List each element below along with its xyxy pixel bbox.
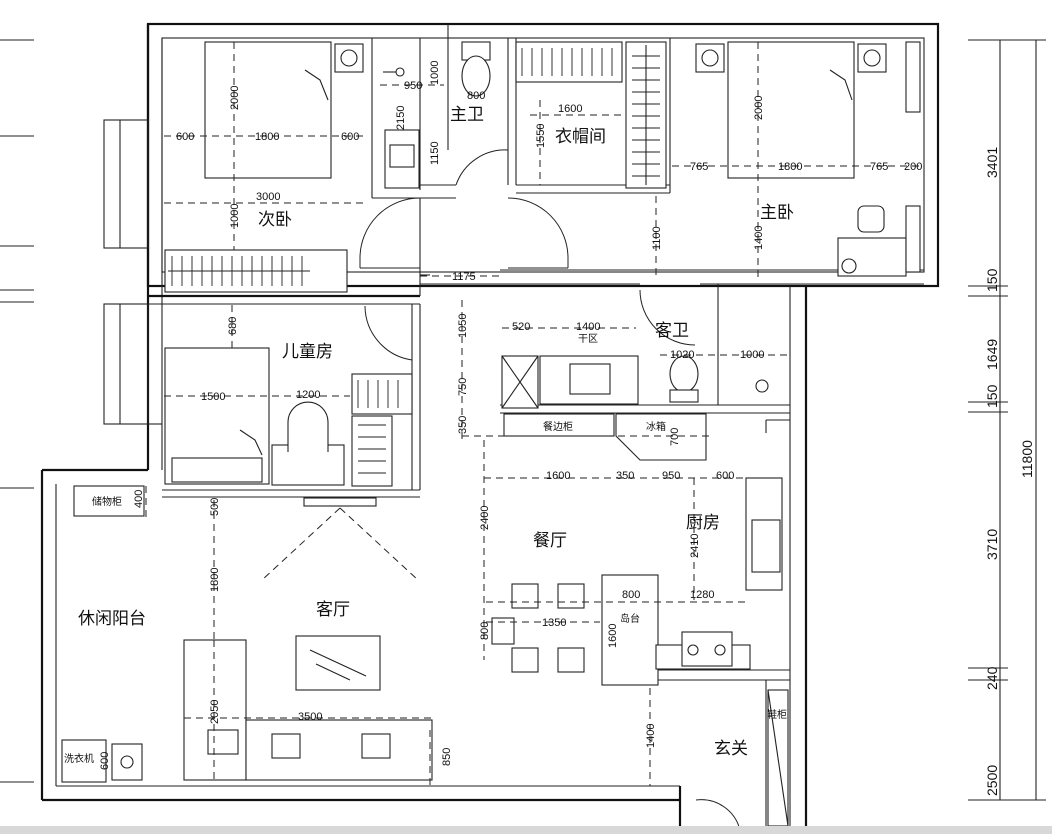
- svg-text:500: 500: [209, 498, 221, 516]
- svg-text:2000: 2000: [229, 86, 241, 110]
- svg-text:950: 950: [404, 80, 422, 92]
- svg-text:765: 765: [870, 161, 888, 173]
- svg-text:11800: 11800: [1019, 440, 1035, 478]
- room-kitchen: 厨房: [686, 513, 720, 533]
- room-entrance: 玄关: [714, 739, 748, 759]
- svg-text:1649: 1649: [984, 339, 1000, 370]
- svg-text:1000: 1000: [429, 61, 441, 85]
- fixture-notes: 干区 餐边柜 冰箱 储物柜 岛台 鞋柜 洗衣机: [64, 333, 787, 765]
- svg-text:1800: 1800: [209, 568, 221, 592]
- svg-text:800: 800: [479, 622, 491, 640]
- svg-text:350: 350: [616, 470, 634, 482]
- svg-text:1020: 1020: [670, 349, 694, 361]
- svg-text:1600: 1600: [558, 103, 582, 115]
- svg-text:1800: 1800: [778, 161, 802, 173]
- room-guest-bath: 客卫: [655, 321, 689, 341]
- svg-text:1400: 1400: [645, 724, 657, 748]
- left-ruler: [0, 39, 34, 783]
- svg-text:2150: 2150: [395, 106, 407, 130]
- svg-text:1600: 1600: [546, 470, 570, 482]
- svg-text:1500: 1500: [201, 391, 225, 403]
- svg-text:1000: 1000: [740, 349, 764, 361]
- svg-text:680: 680: [227, 317, 239, 335]
- svg-text:800: 800: [467, 90, 485, 102]
- note-sideboard: 餐边柜: [543, 420, 573, 433]
- svg-text:3000: 3000: [256, 191, 280, 203]
- svg-text:2050: 2050: [209, 700, 221, 724]
- right-side-dimensions: 3401 150 1649 150 11800 3710 240 2500: [984, 147, 1035, 796]
- svg-text:1000: 1000: [229, 204, 241, 228]
- svg-text:2410: 2410: [689, 534, 701, 558]
- exterior-walls: [40, 22, 940, 830]
- room-second-bedroom: 次卧: [258, 210, 292, 230]
- room-living: 客厅: [316, 600, 350, 620]
- svg-text:600: 600: [341, 131, 359, 143]
- svg-text:1600: 1600: [607, 624, 619, 648]
- svg-text:950: 950: [662, 470, 680, 482]
- dimension-texts: 1800 600 600 3000 950 800 1600 765 1800 …: [176, 80, 922, 723]
- room-dining: 餐厅: [533, 531, 567, 551]
- svg-text:1200: 1200: [296, 389, 320, 401]
- svg-text:2000: 2000: [753, 96, 765, 120]
- room-kids-room: 儿童房: [282, 342, 333, 362]
- room-labels: 主卫 衣帽间 次卧 主卧 儿童房 客卫 餐厅 厨房 休闲阳台 客厅 玄关: [78, 105, 794, 759]
- svg-text:1800: 1800: [255, 131, 279, 143]
- svg-text:700: 700: [669, 428, 681, 446]
- svg-text:1175: 1175: [452, 271, 476, 283]
- svg-text:240: 240: [984, 666, 1000, 690]
- note-fridge: 冰箱: [646, 420, 666, 433]
- svg-text:850: 850: [441, 748, 453, 766]
- svg-text:765: 765: [690, 161, 708, 173]
- svg-text:2400: 2400: [479, 506, 491, 530]
- room-cloakroom: 衣帽间: [555, 127, 606, 147]
- furniture: [61, 41, 921, 827]
- svg-text:1100: 1100: [651, 226, 663, 250]
- svg-text:520: 520: [512, 321, 530, 333]
- svg-text:600: 600: [716, 470, 734, 482]
- wardrobe-hatch-1: [168, 256, 310, 286]
- svg-text:3500: 3500: [298, 711, 322, 723]
- room-master-bedroom: 主卧: [760, 203, 794, 223]
- svg-text:150: 150: [984, 268, 1000, 292]
- note-shoe-cabinet: 鞋柜: [767, 708, 787, 721]
- note-storage-cabinet: 储物柜: [92, 495, 122, 508]
- bottom-strip: [0, 826, 1052, 834]
- svg-text:1280: 1280: [690, 589, 714, 601]
- note-washing-machine: 洗衣机: [64, 752, 94, 765]
- svg-text:1350: 1350: [542, 617, 566, 629]
- note-island: 岛台: [620, 612, 640, 625]
- svg-text:1400: 1400: [576, 321, 600, 333]
- svg-text:750: 750: [457, 378, 469, 396]
- room-leisure-balcony: 休闲阳台: [78, 609, 146, 629]
- note-dry-area: 干区: [578, 333, 598, 345]
- svg-text:1150: 1150: [429, 141, 441, 165]
- dimension-lines: [145, 42, 922, 786]
- svg-text:350: 350: [457, 416, 469, 434]
- svg-text:150: 150: [984, 384, 1000, 408]
- svg-text:1400: 1400: [753, 226, 765, 250]
- svg-text:600: 600: [176, 131, 194, 143]
- svg-text:3401: 3401: [984, 147, 1000, 178]
- svg-text:2500: 2500: [984, 765, 1000, 796]
- doors: [359, 149, 741, 831]
- svg-text:1550: 1550: [535, 124, 547, 148]
- svg-text:1050: 1050: [457, 314, 469, 338]
- right-ruler: [968, 39, 1046, 801]
- svg-text:200: 200: [904, 161, 922, 173]
- room-master-bath: 主卫: [450, 105, 484, 125]
- svg-text:800: 800: [622, 589, 640, 601]
- svg-text:400: 400: [133, 490, 145, 508]
- svg-text:600: 600: [99, 752, 111, 770]
- svg-text:3710: 3710: [984, 529, 1000, 560]
- vertical-dimension-texts: 2000 1000 1000 2150 1150 1550 2000 1100 …: [99, 61, 765, 770]
